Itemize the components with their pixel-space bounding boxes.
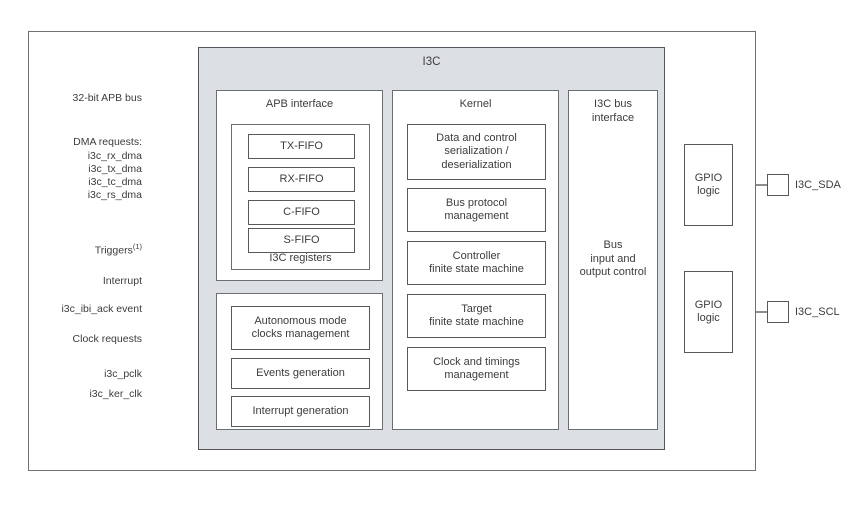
block-bus-protocol-management: Bus protocol management: [407, 188, 546, 232]
signal-label-rs-dma: i3c_rs_dma: [87, 189, 142, 201]
block-target-fsm: Target finite state machine: [407, 294, 546, 338]
block-interrupt-generation: Interrupt generation: [231, 396, 370, 427]
signal-label-dma-requests: DMA requests:: [73, 136, 142, 148]
i3c-registers-box: TX-FIFO RX-FIFO C-FIFO S-FIFO I3C regist…: [231, 124, 370, 270]
signal-label-interrupt: Interrupt: [102, 275, 142, 287]
signal-label-rx-dma: i3c_rx_dma: [87, 150, 142, 162]
triggers-footnote: (1): [132, 242, 142, 251]
autonomous-panel: Autonomous mode clocks management Events…: [216, 293, 383, 430]
gpio-logic-scl: GPIO logic: [684, 271, 733, 353]
triggers-text: Triggers: [94, 244, 133, 257]
block-clock-timings-management: Clock and timings management: [407, 347, 546, 391]
pad-sda: [767, 174, 789, 196]
kernel-panel: Kernel Data and control serialization / …: [392, 90, 559, 430]
block-controller-fsm: Controller finite state machine: [407, 241, 546, 285]
block-c-fifo: C-FIFO: [248, 200, 355, 225]
signal-label-pclk: i3c_pclk: [104, 368, 142, 380]
block-events-generation: Events generation: [231, 358, 370, 389]
block-s-fifo: S-FIFO: [248, 228, 355, 253]
apb-interface-title: APB interface: [265, 98, 334, 110]
signal-label-tc-dma: i3c_tc_dma: [88, 176, 142, 188]
block-autonomous-mode-clocks: Autonomous mode clocks management: [231, 306, 370, 350]
pad-label-sda: I3C_SDA: [795, 179, 841, 191]
i3c-registers-label: I3C registers: [269, 252, 332, 264]
signal-label-tx-dma: i3c_tx_dma: [88, 163, 142, 175]
bus-input-output-control-label: Bus input and output control: [579, 239, 647, 278]
i3c-bus-interface-title: I3C bus interface: [591, 98, 635, 124]
signal-label-triggers: Triggers(1): [10, 240, 142, 258]
block-rx-fifo: RX-FIFO: [248, 167, 355, 192]
gpio-logic-sda: GPIO logic: [684, 144, 733, 226]
signal-label-apb-bus: 32-bit APB bus: [72, 92, 142, 104]
signal-label-ibi-ack: i3c_ibi_ack event: [61, 303, 142, 315]
block-data-control-serialization: Data and control serialization / deseria…: [407, 124, 546, 180]
signal-label-ker-clk: i3c_ker_clk: [89, 388, 142, 400]
i3c-bus-interface-panel: I3C bus interface Bus input and output c…: [568, 90, 658, 430]
pad-scl: [767, 301, 789, 323]
i3c-title: I3C: [422, 56, 441, 68]
block-tx-fifo: TX-FIFO: [248, 134, 355, 159]
apb-interface-panel: APB interface TX-FIFO RX-FIFO C-FIFO S-F…: [216, 90, 383, 281]
kernel-title: Kernel: [459, 98, 492, 110]
pad-label-scl: I3C_SCL: [795, 306, 840, 318]
signal-label-clock-requests: Clock requests: [72, 333, 142, 345]
